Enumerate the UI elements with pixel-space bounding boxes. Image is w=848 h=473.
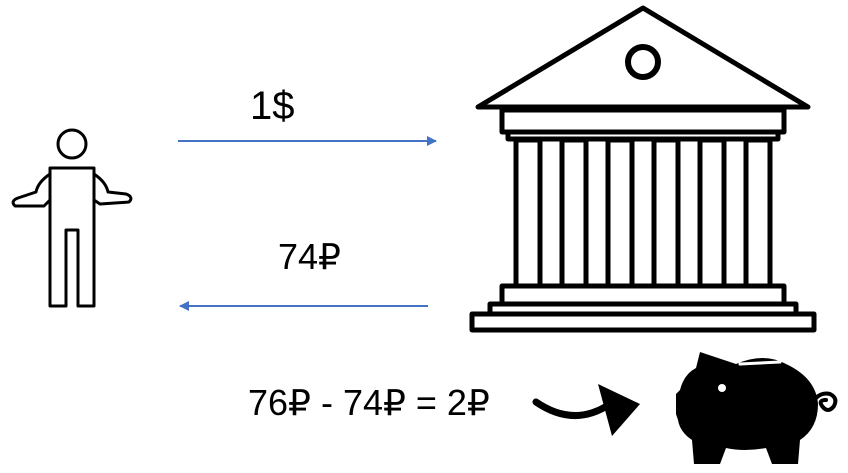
profit-equation-label: 76₽ - 74₽ = 2₽ [248, 382, 490, 423]
amount-from-bank-label: 74₽ [278, 236, 341, 277]
piggy-bank-icon [676, 352, 838, 464]
curved-arrow-icon [532, 384, 640, 436]
amount-to-bank-label: 1$ [250, 84, 295, 128]
bank-building-icon [469, 5, 817, 333]
person-shrug-icon [11, 128, 133, 308]
